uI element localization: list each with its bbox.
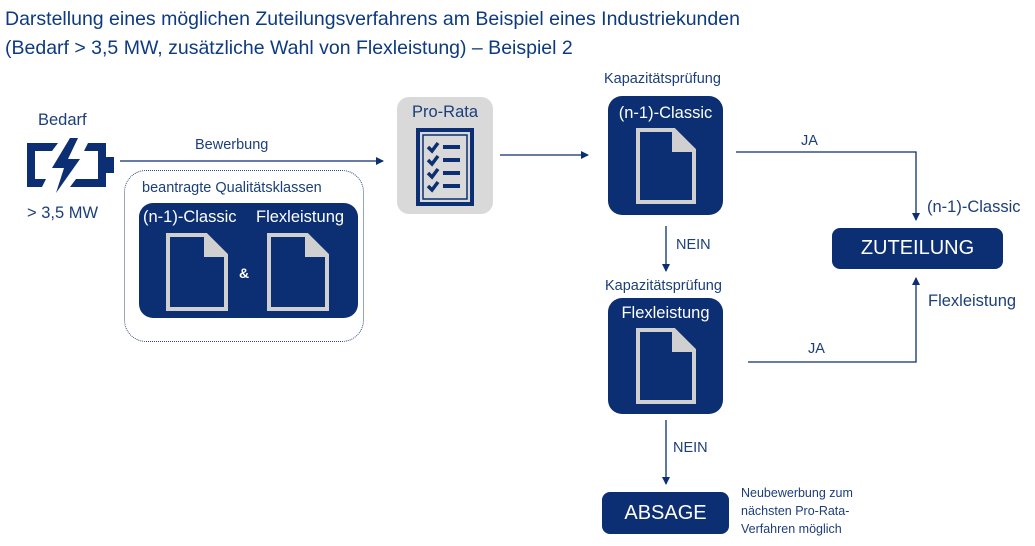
capacity-check-2-heading: Kapazitätsprüfung	[605, 278, 722, 294]
nein-label-2: NEIN	[673, 440, 708, 456]
bedarf-value: > 3,5 MW	[27, 204, 99, 222]
zuteilung-box: ZUTEILUNG	[832, 228, 1003, 269]
absage-box: ABSAGE	[602, 492, 729, 534]
page-title: Darstellung eines möglichen Zuteilungsve…	[5, 5, 740, 63]
zuteilung-flex-label: Flexleistung	[928, 292, 1017, 310]
absage-note: Neubewerbung zum nächsten Pro-Rata- Verf…	[741, 484, 853, 538]
document-icon	[267, 233, 329, 311]
absage-note-line: nächsten Pro-Rata-	[741, 504, 850, 518]
nein-label-1: NEIN	[676, 237, 711, 253]
battery-charging-icon	[24, 137, 116, 193]
document-icon	[636, 328, 696, 404]
document-icon	[166, 233, 228, 311]
class2-label: Flexleistung	[256, 208, 345, 226]
bewerbung-label: Bewerbung	[195, 137, 269, 153]
ja-label-2: JA	[808, 341, 825, 357]
pro-rata-box: Pro-Rata	[397, 97, 493, 214]
pro-rata-label: Pro-Rata	[411, 103, 479, 121]
requested-classes-group: beantragte Qualitätsklassen (n-1)-Classi…	[124, 170, 364, 342]
zuteilung-classic-label: (n-1)-Classic	[927, 198, 1021, 216]
ampersand: &	[239, 265, 250, 281]
title-line-1: Darstellung eines möglichen Zuteilungsve…	[5, 8, 740, 30]
classic-card-label: (n-1)-Classic	[618, 104, 713, 122]
bedarf-label: Bedarf	[38, 111, 87, 129]
ja-label-1: JA	[801, 133, 818, 149]
title-line-2: (Bedarf > 3,5 MW, zusätzliche Wahl von F…	[5, 37, 573, 59]
document-icon	[636, 128, 696, 204]
requested-classes-label: beantragte Qualitätsklassen	[142, 180, 322, 196]
requested-classes-card: (n-1)-Classic Flexleistung &	[139, 203, 358, 318]
class1-label: (n-1)-Classic	[143, 208, 237, 226]
absage-note-line: Neubewerbung zum	[741, 486, 853, 500]
capacity-check-flex-card: Flexleistung	[608, 298, 723, 414]
checklist-icon	[416, 128, 474, 206]
absage-note-line: Verfahren möglich	[741, 522, 842, 536]
capacity-check-classic-card: (n-1)-Classic	[608, 96, 723, 215]
flex-card-label: Flexleistung	[621, 304, 710, 322]
capacity-check-1-heading: Kapazitätsprüfung	[604, 71, 721, 87]
